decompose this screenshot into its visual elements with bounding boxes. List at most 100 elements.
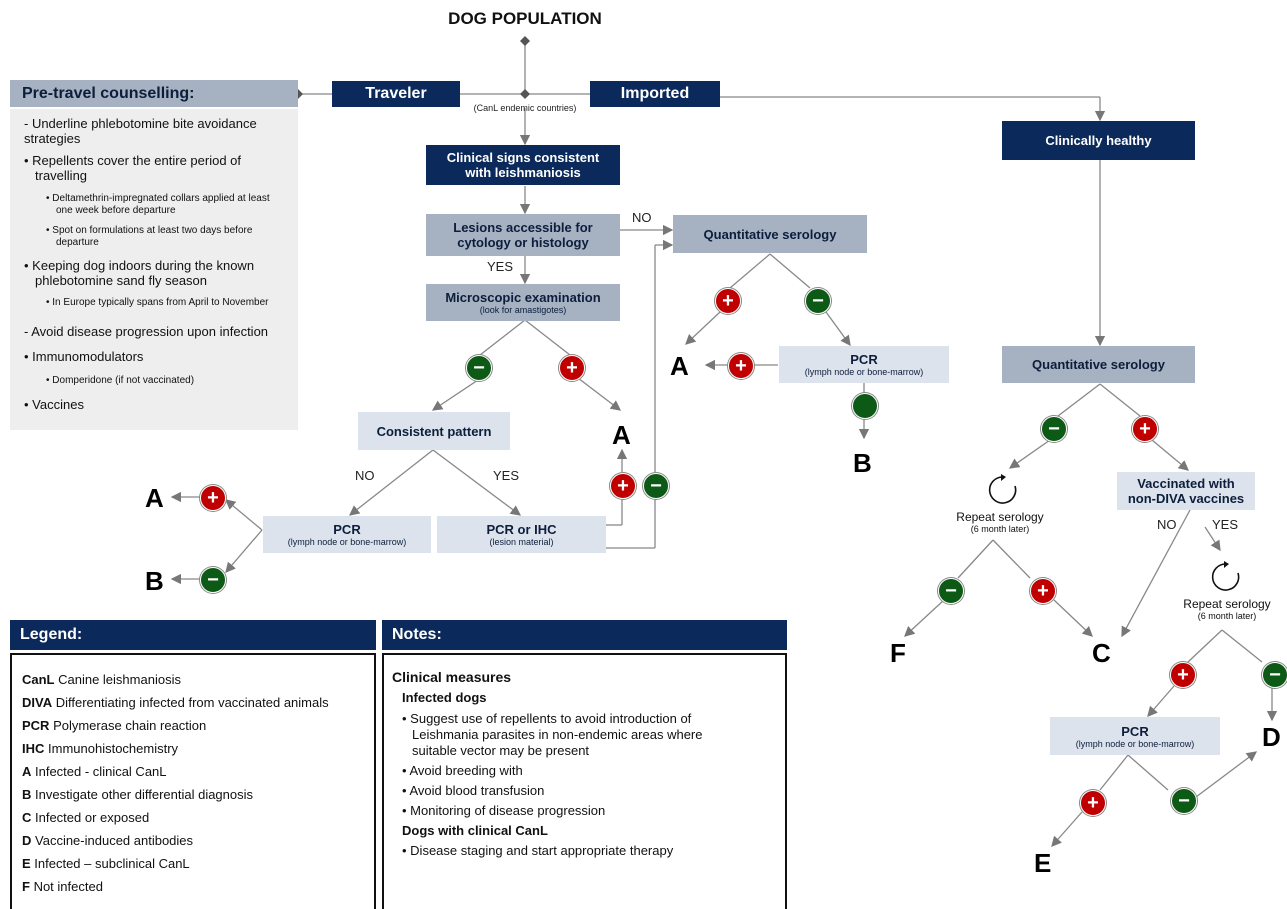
legend-item: B Investigate other differential diagnos… xyxy=(22,787,254,802)
outcome-b: B xyxy=(145,566,164,596)
notes-section-title: Clinical measures xyxy=(392,669,512,685)
no-label: NO xyxy=(1157,517,1177,532)
clinical-signs-line: with leishmaniosis xyxy=(465,165,581,180)
vaccinated-line: Vaccinated with xyxy=(1137,476,1235,491)
vaccinated-box: Vaccinated with non-DIVA vaccines xyxy=(1117,472,1255,510)
pretravel-item: • Deltamethrin-impregnated collars appli… xyxy=(46,193,270,204)
clinical-signs-box: Clinical signs consistent with leishmani… xyxy=(426,145,620,185)
outcome-a: A xyxy=(670,351,689,381)
pretravel-item: - Underline phlebotomine bite avoidance xyxy=(24,116,257,131)
pcr-sub: (lymph node or bone-marrow) xyxy=(804,367,924,377)
repeat-title: Repeat serology xyxy=(956,510,1044,524)
pretravel-item: one week before departure xyxy=(56,205,176,216)
pretravel-item: • Immunomodulators xyxy=(24,349,144,364)
pcr-title: PCR xyxy=(333,522,361,537)
pretravel-item: • Vaccines xyxy=(24,397,84,412)
lesions-line: cytology or histology xyxy=(457,235,589,250)
outcome-b: B xyxy=(853,448,872,478)
vaccinated-line: non-DIVA vaccines xyxy=(1127,491,1245,506)
pretravel-item: travelling xyxy=(35,168,88,183)
pcr-left-box: PCR (lymph node or bone-marrow) xyxy=(263,516,431,553)
positive-result-icon: + xyxy=(1170,662,1196,688)
positive-result-icon: + xyxy=(610,473,636,499)
notes-bullet: • Avoid blood transfusion xyxy=(402,783,545,798)
pretravel-item: • Repellents cover the entire period of xyxy=(24,153,242,168)
notes-bullet: Leishmania parasites in non-endemic area… xyxy=(412,727,703,742)
legend-panel: CanL Canine leishmaniosis DIVA Different… xyxy=(10,653,376,909)
notes-bullet: • Suggest use of repellents to avoid int… xyxy=(402,711,692,726)
outcome-f: F xyxy=(890,638,906,668)
legend-item: A Infected - clinical CanL xyxy=(22,764,167,779)
pcr-right-box: PCR (lymph node or bone-marrow) xyxy=(1050,717,1220,755)
pretravel-header: Pre-travel counselling: xyxy=(10,80,298,107)
notes-subtitle: Dogs with clinical CanL xyxy=(402,823,548,838)
pretravel-item: • Spot on formulations at least two days… xyxy=(46,225,253,236)
outcome-d: D xyxy=(1262,722,1281,752)
repeat-sub: (6 month later) xyxy=(1197,611,1257,621)
positive-result-icon: + xyxy=(1030,578,1056,604)
notes-panel: Clinical measures Infected dogs • Sugges… xyxy=(382,653,787,909)
pretravel-item: phlebotomine sand fly season xyxy=(35,273,208,288)
pcr-title: PCR xyxy=(1121,723,1149,739)
repeat-icon xyxy=(1211,561,1240,591)
pcr-ihc-title: PCR or IHC xyxy=(486,522,557,537)
repeat-title: Repeat serology xyxy=(1183,597,1271,611)
negative-result-icon: − xyxy=(466,355,492,381)
pretravel-item: departure xyxy=(56,237,99,248)
notes-bullet: • Avoid breeding with xyxy=(402,763,523,778)
clinical-signs-line: Clinical signs consistent xyxy=(446,150,600,165)
pretravel-panel: - Underline phlebotomine bite avoidance … xyxy=(10,109,298,430)
negative-result-icon: − xyxy=(805,288,831,314)
pcr-sub: (lymph node or bone-marrow) xyxy=(1075,738,1195,749)
negative-result-icon: − xyxy=(643,473,669,499)
pretravel-item: • In Europe typically spans from April t… xyxy=(46,297,269,308)
legend-item: C Infected or exposed xyxy=(22,810,150,825)
positive-result-icon: + xyxy=(1132,416,1158,442)
positive-result-icon: + xyxy=(728,353,754,379)
legend-header: Legend: xyxy=(10,620,376,650)
outcome-e: E xyxy=(1034,848,1052,878)
traveler-box: Traveler xyxy=(332,81,460,107)
negative-result-icon: − xyxy=(200,567,226,593)
consistent-pattern-box: Consistent pattern xyxy=(358,412,510,450)
negative-result-icon: − xyxy=(938,578,964,604)
clinically-healthy-box: Clinically healthy xyxy=(1002,121,1195,160)
endemic-note: (CanL endemic countries) xyxy=(473,103,577,113)
notes-header: Notes: xyxy=(382,620,787,650)
pretravel-item: • Domperidone (if not vaccinated) xyxy=(46,375,195,386)
negative-result-icon: − xyxy=(1171,788,1197,814)
negative-result-icon: − xyxy=(1041,416,1067,442)
pretravel-item: • Keeping dog indoors during the known xyxy=(24,258,255,273)
outcome-a: A xyxy=(612,420,631,450)
notes-bullet: suitable vector may be present xyxy=(412,743,590,758)
notes-bullet: • Monitoring of disease progression xyxy=(402,803,606,818)
yes-label: YES xyxy=(1212,517,1239,532)
negative-result-icon: − xyxy=(1262,662,1287,688)
imported-box: Imported xyxy=(590,81,720,107)
negative-result-icon xyxy=(852,393,878,419)
legend-item: E Infected – subclinical CanL xyxy=(22,856,190,871)
repeat-serology-1: Repeat serology (6 month later) xyxy=(940,510,1060,534)
pretravel-item: strategies xyxy=(24,131,81,146)
pretravel-item: - Avoid disease progression upon infecti… xyxy=(24,324,269,339)
microscopic-sub: (look for amastigotes) xyxy=(479,305,567,315)
pcr-sub: (lymph node or bone-marrow) xyxy=(287,537,407,547)
diagram-title: DOG POPULATION xyxy=(448,9,602,28)
outcome-c: C xyxy=(1092,638,1111,668)
pcr-ihc-sub: (lesion material) xyxy=(489,537,554,547)
positive-result-icon: + xyxy=(715,288,741,314)
pcr-mid-box: PCR (lymph node or bone-marrow) xyxy=(779,346,949,383)
no-label: NO xyxy=(632,210,652,225)
notes-bullet: • Disease staging and start appropriate … xyxy=(402,843,674,858)
legend-item: PCR Polymerase chain reaction xyxy=(22,718,207,733)
legend-item: CanL Canine leishmaniosis xyxy=(22,672,181,687)
quant-serology-mid-box: Quantitative serology xyxy=(673,215,867,253)
positive-result-icon: + xyxy=(559,355,585,381)
legend-item: D Vaccine-induced antibodies xyxy=(22,833,194,848)
legend-item: IHC Immunohistochemistry xyxy=(22,741,179,756)
repeat-icon xyxy=(988,474,1017,504)
legend-item: DIVA Differentiating infected from vacci… xyxy=(22,695,329,710)
repeat-serology-2: Repeat serology (6 month later) xyxy=(1162,597,1287,621)
yes-label: YES xyxy=(493,468,520,483)
pcr-ihc-box: PCR or IHC (lesion material) xyxy=(437,516,606,553)
